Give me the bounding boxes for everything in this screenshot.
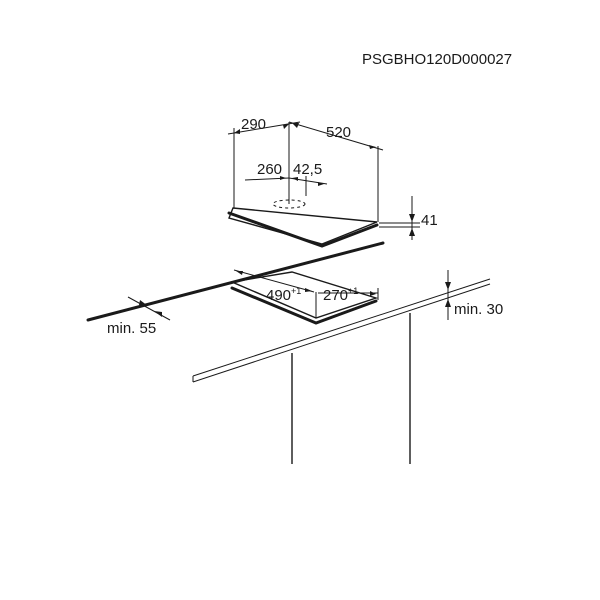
hob-depth-label: 290 <box>241 116 266 133</box>
cutout-outline <box>229 271 379 319</box>
below-clearance-label: min. 30 <box>454 301 503 318</box>
hob-width-label: 520 <box>326 124 351 141</box>
dim-hob-height: 41 <box>379 196 438 240</box>
worktop <box>86 241 491 464</box>
burner-outline <box>272 199 306 209</box>
cutout-inner-edge <box>230 286 378 325</box>
dim-hob-width: 520 <box>288 121 384 222</box>
front-clearance-label: min. 55 <box>107 320 156 337</box>
hob-inner-depth-label: 260 <box>257 161 282 178</box>
hob-height-label: 41 <box>421 212 438 229</box>
hob-inner-offset-label: 42,5 <box>293 161 322 178</box>
dim-hob-depth: 290 <box>227 116 301 208</box>
cutout-width-label: 490+1 <box>266 286 301 304</box>
cutout: 490+1 270+1 <box>229 269 379 325</box>
hob-slab-edge <box>227 211 379 248</box>
hob-drawing <box>227 190 379 248</box>
product-code: PSGBHO120D000027 <box>362 51 512 68</box>
dim-hob-inner: 260 42,5 <box>244 161 328 196</box>
worktop-back-edge <box>192 278 491 377</box>
cutout-depth-label: 270+1 <box>323 286 358 304</box>
dim-below-clearance: min. 30 <box>445 270 503 320</box>
dim-front-clearance: min. 55 <box>107 296 171 337</box>
